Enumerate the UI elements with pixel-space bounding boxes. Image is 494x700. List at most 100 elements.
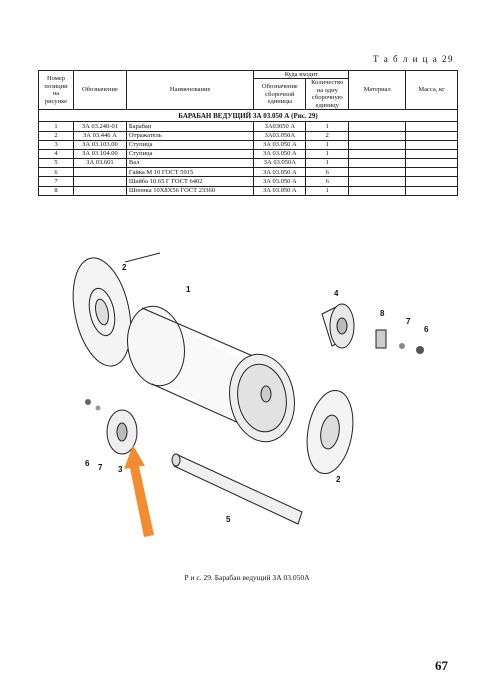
cell-position: 4 (38, 148, 74, 160)
nut-right (416, 346, 424, 354)
reflector-left (72, 252, 161, 367)
cell-mass (405, 158, 458, 169)
cell-material (348, 121, 407, 132)
cell-position: 3 (38, 139, 74, 150)
drum-body (127, 305, 295, 443)
cell-qty: 6 (305, 167, 350, 178)
page-number: 67 (435, 658, 448, 673)
cell-position: 1 (38, 121, 74, 132)
washer-left (95, 405, 101, 411)
header-name: Наименование (125, 69, 255, 111)
cell-designation (72, 185, 127, 196)
header-designation: Обозначение (72, 69, 127, 111)
header-where-used: Куда входит (253, 69, 350, 80)
parts-table: Номер позиции на рисунке Обозначение Наи… (38, 69, 458, 196)
cell-designation: ЗА 03.104.00 (72, 148, 127, 160)
cell-qty: 1 (305, 139, 350, 150)
cell-name: Ступица (125, 139, 255, 150)
cell-material (348, 139, 407, 150)
label-4: 4 (334, 289, 339, 298)
cell-assembly: ЗА 03.050А (253, 158, 307, 169)
cell-name: Барабан (125, 121, 255, 132)
label-1: 1 (186, 285, 191, 294)
cell-qty: 6 (305, 176, 350, 187)
label-6a: 6 (85, 459, 90, 468)
cell-designation: ЗА 03.103.00 (72, 139, 127, 150)
cell-qty: 1 (305, 121, 350, 132)
cell-position: 2 (38, 130, 74, 141)
header-assembly-designation: Обозначение сборочной единицы (253, 78, 307, 111)
exploded-drawing: 1 2 2 3 4 5 6 6 7 7 8 (72, 252, 429, 537)
label-2b: 2 (336, 475, 341, 484)
header-mass: Масса, кг (405, 69, 458, 111)
cell-position: 6 (38, 167, 74, 178)
cell-material (348, 185, 407, 196)
cell-mass (405, 167, 458, 178)
header-material: Материал (348, 69, 407, 111)
nut-left (85, 399, 91, 405)
label-2a: 2 (122, 263, 127, 272)
label-7a: 7 (98, 463, 103, 472)
header-qty-per-unit: Количество на одну сборочную единицу (305, 78, 350, 111)
cell-name: Вал (125, 158, 255, 169)
cell-assembly: ЗА 03.050 А (253, 148, 307, 160)
reflector-right (306, 389, 354, 475)
label-6b: 6 (424, 325, 429, 334)
header-position: Номер позиции на рисунке (38, 69, 74, 111)
cell-designation (72, 167, 127, 178)
hub-right (321, 303, 355, 349)
cell-mass (405, 148, 458, 160)
cell-assembly: ЗА 03.050 А (253, 176, 307, 187)
cell-material (348, 130, 407, 141)
cell-assembly: ЗА 03.050 А (253, 139, 307, 150)
label-7b: 7 (406, 317, 411, 326)
washer-right (399, 343, 405, 349)
cell-position: 8 (38, 185, 74, 196)
cell-assembly: ЗА03050 А (253, 121, 307, 132)
label-8: 8 (380, 309, 385, 318)
cell-qty: 2 (305, 130, 350, 141)
key-part (375, 329, 387, 349)
cell-material (348, 158, 407, 169)
label-5: 5 (226, 515, 231, 524)
cell-mass (405, 130, 458, 141)
pointer-arrow (124, 445, 154, 537)
cell-mass (405, 121, 458, 132)
cell-name: Отражатель (125, 130, 255, 141)
cell-material (348, 176, 407, 187)
hub-left (106, 409, 138, 455)
cell-name: Шайба 10.65 Г ГОСТ 6402 (125, 176, 255, 187)
cell-qty: 1 (305, 158, 350, 169)
cell-material (348, 167, 407, 178)
shaft (171, 453, 303, 525)
cell-position: 5 (38, 158, 74, 169)
section-title: БАРАБАН ВЕДУЩИЙ ЗА 03.050 А (Рис. 29) (38, 109, 458, 123)
cell-qty: 1 (305, 148, 350, 160)
cell-assembly: ЗА03.050А (253, 130, 307, 141)
cell-position: 7 (38, 176, 74, 187)
table-number: Т а б л и ц а 29 (373, 54, 454, 64)
cell-mass (405, 139, 458, 150)
cell-qty: 1 (305, 185, 350, 196)
cell-assembly: ЗА 03.050 А (253, 185, 307, 196)
cell-name: Гайка М 10 ГОСТ 5915 (125, 167, 255, 178)
cell-mass (405, 176, 458, 187)
label-3: 3 (118, 465, 123, 474)
cell-mass (405, 185, 458, 196)
cell-designation (72, 176, 127, 187)
cell-name: Ступица (125, 148, 255, 160)
cell-designation: ЗА 03.446 А (72, 130, 127, 141)
cell-assembly: ЗА 03.050 А (253, 167, 307, 178)
cell-designation: ЗА 03.601 (72, 158, 127, 169)
cell-material (348, 148, 407, 160)
cell-name: Шпонка 10Х8Х56 ГОСТ 23360 (125, 185, 255, 196)
figure-caption: Р и с. 29. Барабан ведущий ЗА 03.050А (184, 573, 310, 582)
